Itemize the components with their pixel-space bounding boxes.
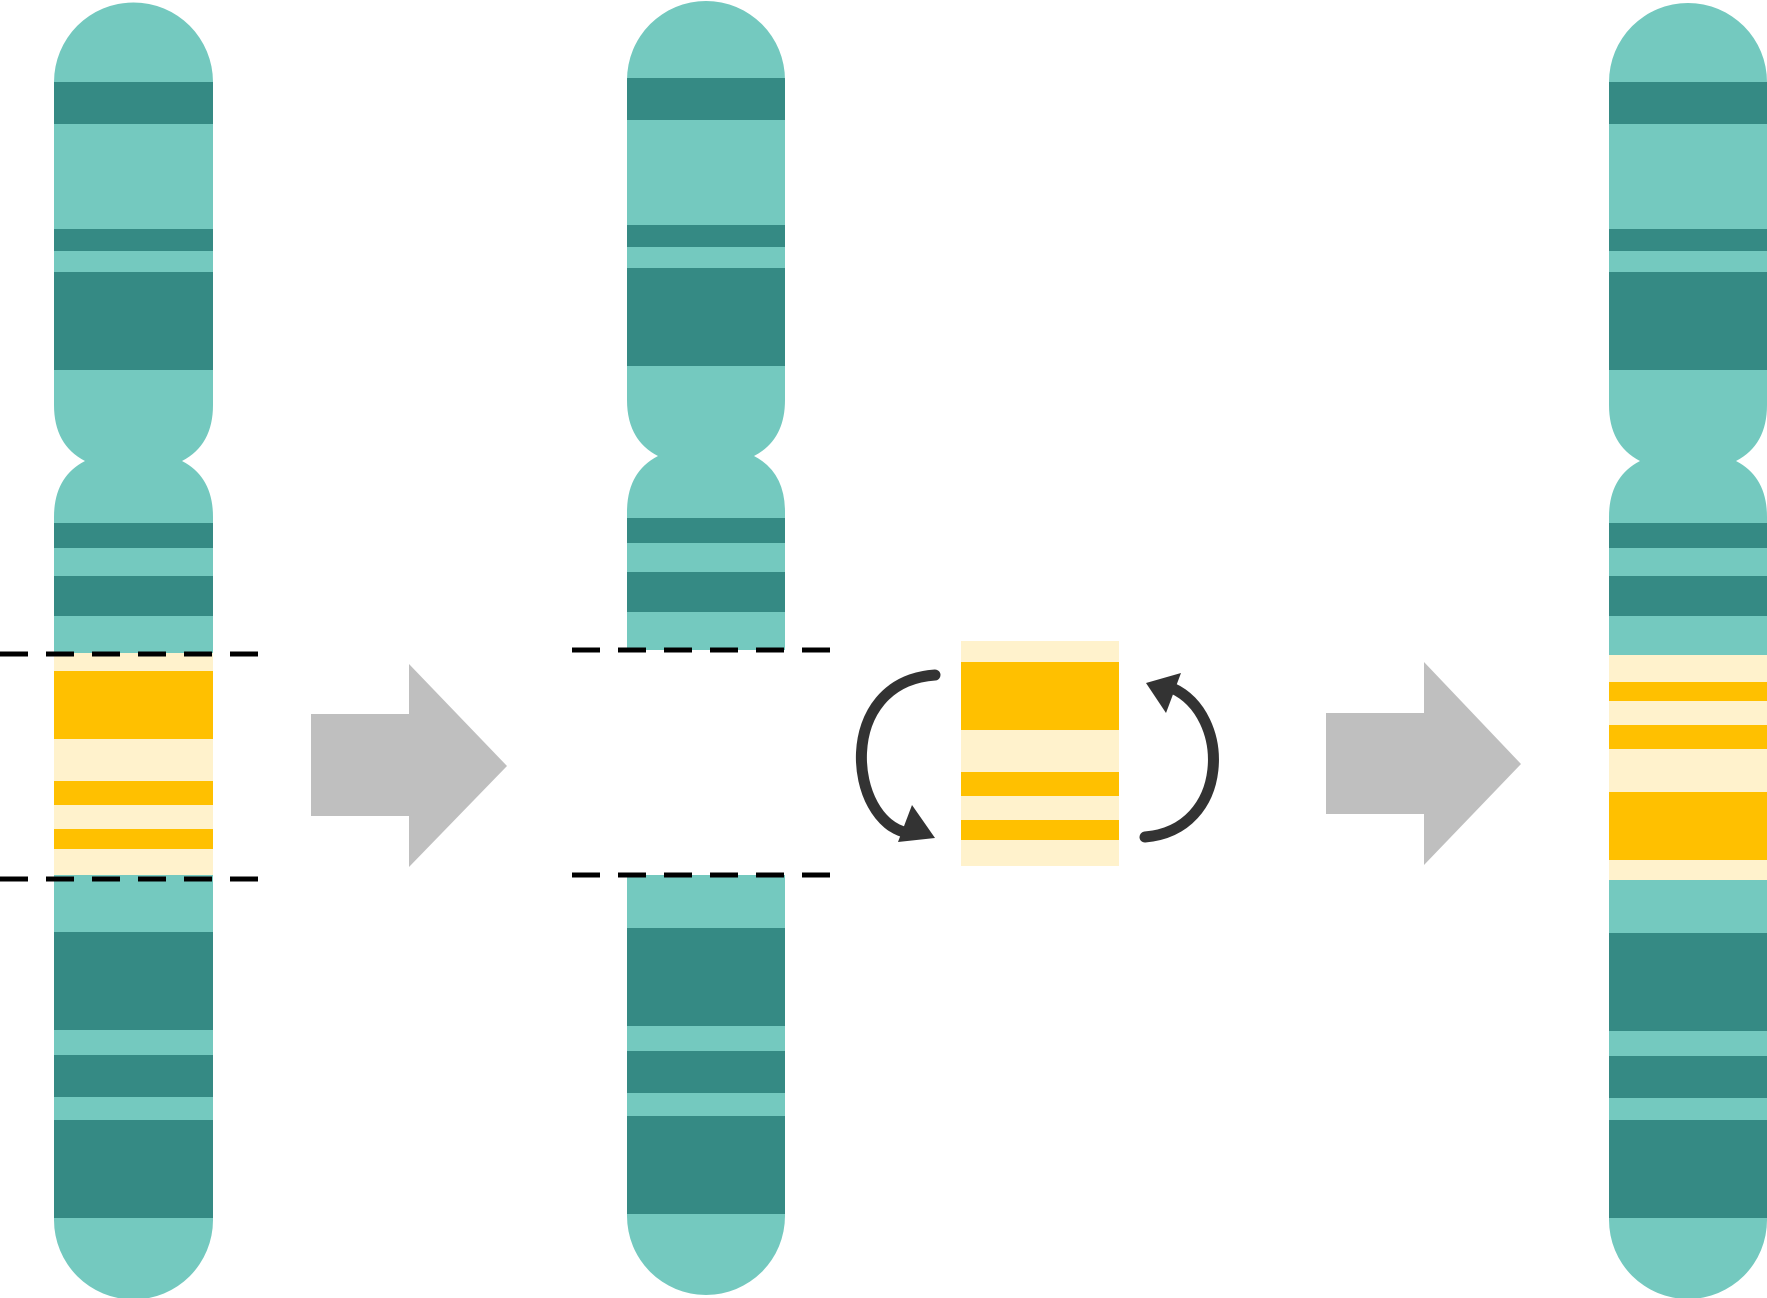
dark-band (54, 932, 213, 1030)
excised-segment (961, 641, 1119, 866)
dark-band (627, 225, 785, 247)
dark-band (627, 1051, 785, 1093)
arrowhead (1146, 673, 1181, 713)
dark-band (627, 928, 785, 1026)
dark-band (54, 272, 213, 370)
chromosome-inverted (1609, 3, 1767, 1298)
rotate-arrows-icon (856, 669, 1219, 843)
gold-band (54, 781, 213, 805)
dark-band (627, 268, 785, 366)
dark-band (1609, 229, 1767, 251)
dark-band (54, 1055, 213, 1097)
chromosome-body (54, 2, 213, 1298)
gold-band (1609, 725, 1767, 749)
rotate-right-arrow (1139, 682, 1219, 843)
dark-band (627, 572, 785, 612)
right-arrow-icon (1326, 662, 1521, 865)
dark-band (54, 1120, 213, 1218)
chromosome-body (1609, 3, 1767, 1298)
dark-band (1609, 933, 1767, 1031)
dark-band (1609, 1056, 1767, 1098)
arrowhead (898, 805, 935, 842)
dark-band (1609, 523, 1767, 548)
dark-band (1609, 272, 1767, 370)
right-arrow-icon (311, 664, 507, 867)
gold-band (961, 820, 1119, 840)
chromosome-original (0, 2, 270, 1298)
dark-band (1609, 1120, 1767, 1218)
dark-band (627, 78, 785, 120)
gold-band (961, 662, 1119, 730)
dark-band (627, 518, 785, 543)
gold-band (1609, 792, 1767, 860)
dark-band (54, 576, 213, 616)
gold-band (961, 772, 1119, 796)
gold-band (54, 829, 213, 849)
chromosome-excised (572, 1, 842, 1295)
dark-band (54, 523, 213, 548)
dark-band (627, 1116, 785, 1214)
dark-band (1609, 82, 1767, 124)
dark-band (1609, 576, 1767, 616)
dark-band (54, 82, 213, 124)
gold-band (54, 671, 213, 739)
gold-band (1609, 682, 1767, 701)
rotate-left-arrow (856, 669, 941, 839)
dark-band (54, 229, 213, 251)
